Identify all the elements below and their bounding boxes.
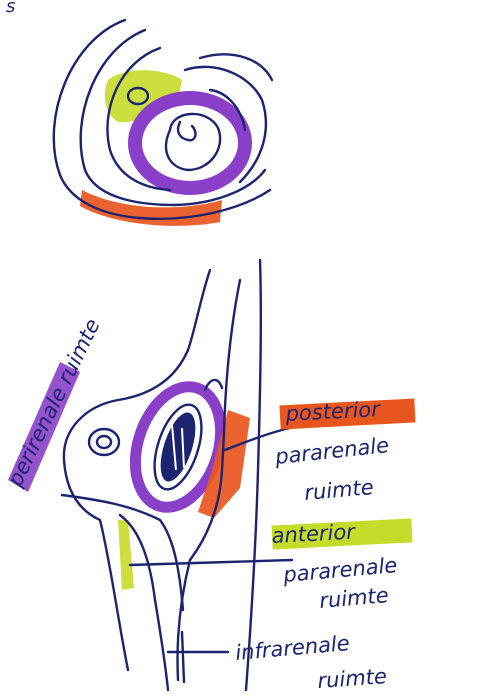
kidney-fill-sagittal: [154, 408, 203, 485]
anterior-body-label-1: pararenale: [281, 553, 398, 587]
posterior-body-label-1: pararenale: [273, 433, 390, 469]
axial-cross-section: [54, 20, 272, 226]
corner-mark: s: [6, 0, 15, 17]
anterior-pararenal-highlight-sagittal: [118, 520, 134, 590]
anterior-title-label: anterior: [271, 520, 357, 548]
posterior-title-label: posterior: [284, 397, 382, 426]
organ-circle: [89, 429, 119, 455]
posterior-pararenal-highlight: [80, 190, 222, 226]
sagittal-section: [8, 260, 416, 690]
infrarenal-label-2: ruimte: [317, 664, 388, 693]
anterior-body-label-2: ruimte: [318, 583, 389, 613]
infrarenal-label-1: infrarenale: [234, 631, 350, 665]
anterior-leader-line: [130, 560, 292, 565]
perirenal-label: perirenale ruimte: [2, 315, 104, 491]
kidney-outline: [166, 114, 220, 170]
posterior-body-label-2: ruimte: [303, 475, 374, 505]
perirenal-fat-ring: [135, 98, 245, 188]
